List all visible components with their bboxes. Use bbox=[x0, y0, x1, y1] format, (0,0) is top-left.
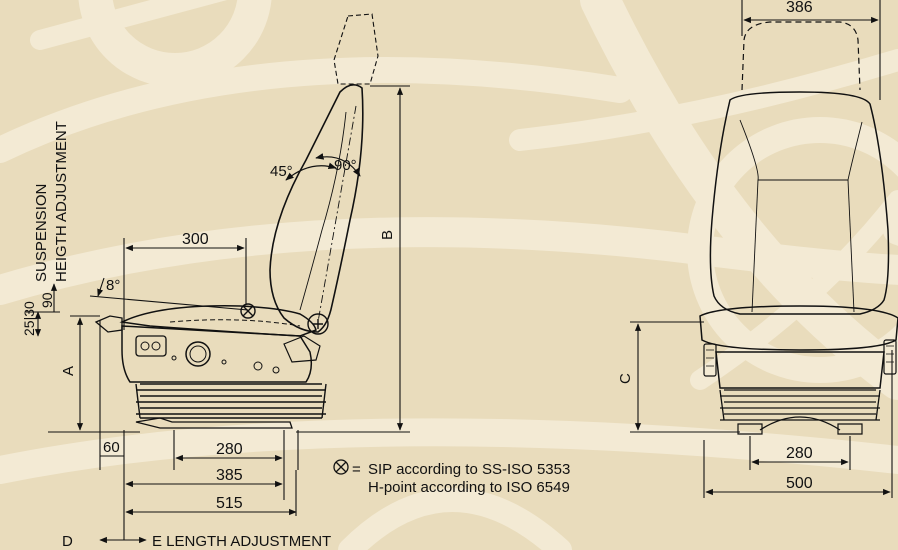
legend-line-2: H-point according to ISO 6549 bbox=[368, 479, 570, 496]
side-view-seat bbox=[94, 13, 379, 429]
sip-circle-cross-icon bbox=[333, 459, 349, 475]
suspension-label: SUSPENSION bbox=[33, 184, 50, 282]
dim-300-label: 300 bbox=[182, 231, 209, 248]
angle-90-label: 90° bbox=[334, 157, 357, 174]
seat-base-frame bbox=[121, 325, 313, 383]
dim-c-label: C bbox=[617, 373, 634, 384]
front-cushion bbox=[699, 305, 898, 351]
control-box bbox=[135, 335, 167, 357]
left-extension-lines bbox=[99, 320, 299, 540]
dimension-c bbox=[630, 321, 740, 433]
dim-60-label: 60 bbox=[103, 439, 120, 456]
backrest-angle-arcs bbox=[285, 153, 361, 181]
angle-8-label: 8° bbox=[106, 277, 120, 294]
dim-386-label: 386 bbox=[786, 0, 813, 16]
suspension-bellows bbox=[135, 383, 327, 419]
dim-385-label: 385 bbox=[216, 467, 243, 484]
dim-b-label: B bbox=[379, 230, 396, 240]
backrest-centerline bbox=[317, 105, 357, 323]
backrest-inner-line bbox=[299, 111, 347, 311]
dim-90-label: 90 bbox=[39, 292, 55, 308]
dimension-300 bbox=[123, 238, 247, 330]
dim-500-label: 500 bbox=[786, 475, 813, 492]
dimension-280-front bbox=[749, 436, 851, 470]
cushion-dashed-line bbox=[169, 319, 301, 327]
front-headrest-dashed bbox=[741, 21, 861, 91]
dim-a-label: A bbox=[60, 366, 77, 376]
control-knob-small-2 bbox=[151, 341, 161, 351]
tilt-angle-indicator bbox=[89, 277, 249, 311]
dimension-b bbox=[296, 85, 410, 433]
height-adjustment-arrows bbox=[26, 283, 60, 337]
front-base-housing bbox=[715, 351, 885, 389]
dimension-500 bbox=[703, 350, 893, 498]
label-d: D bbox=[62, 533, 73, 550]
weight-adjust-knob bbox=[185, 341, 211, 367]
dimension-a bbox=[48, 315, 140, 433]
dim-280-side-label: 280 bbox=[216, 441, 243, 458]
front-backrest-inner bbox=[739, 119, 863, 181]
legend-equals: = bbox=[352, 461, 361, 478]
dim-515-label: 515 bbox=[216, 495, 243, 512]
hip-pivot-point bbox=[307, 313, 329, 335]
front-side-control-left bbox=[703, 343, 717, 377]
dimension-515 bbox=[125, 470, 297, 516]
base-rail bbox=[135, 417, 293, 429]
weight-adjust-knob-inner bbox=[189, 345, 207, 363]
height-adjustment-label: HEIGTH ADJUSTMENT bbox=[53, 121, 70, 282]
sip-point-side bbox=[240, 303, 256, 319]
angle-45-label: 45° bbox=[270, 163, 293, 180]
front-left-rail bbox=[737, 423, 763, 435]
control-knob-small-1 bbox=[140, 341, 150, 351]
front-handle bbox=[94, 315, 123, 333]
front-view-seat bbox=[699, 21, 898, 435]
front-right-rail bbox=[837, 423, 863, 435]
front-suspension-bellows bbox=[719, 389, 881, 421]
front-backrest-outline bbox=[709, 91, 890, 315]
dim-280-front-label: 280 bbox=[786, 445, 813, 462]
length-adjustment-label: E LENGTH ADJUSTMENT bbox=[152, 533, 331, 550]
backrest-outline bbox=[269, 84, 364, 333]
dimension-386 bbox=[741, 0, 881, 100]
headrest-dashed-outline bbox=[333, 13, 379, 85]
legend-line-1: SIP according to SS-ISO 5353 bbox=[368, 461, 570, 478]
front-handle-bar bbox=[759, 416, 841, 431]
dim-25-30-label: 25|30 bbox=[21, 301, 37, 336]
